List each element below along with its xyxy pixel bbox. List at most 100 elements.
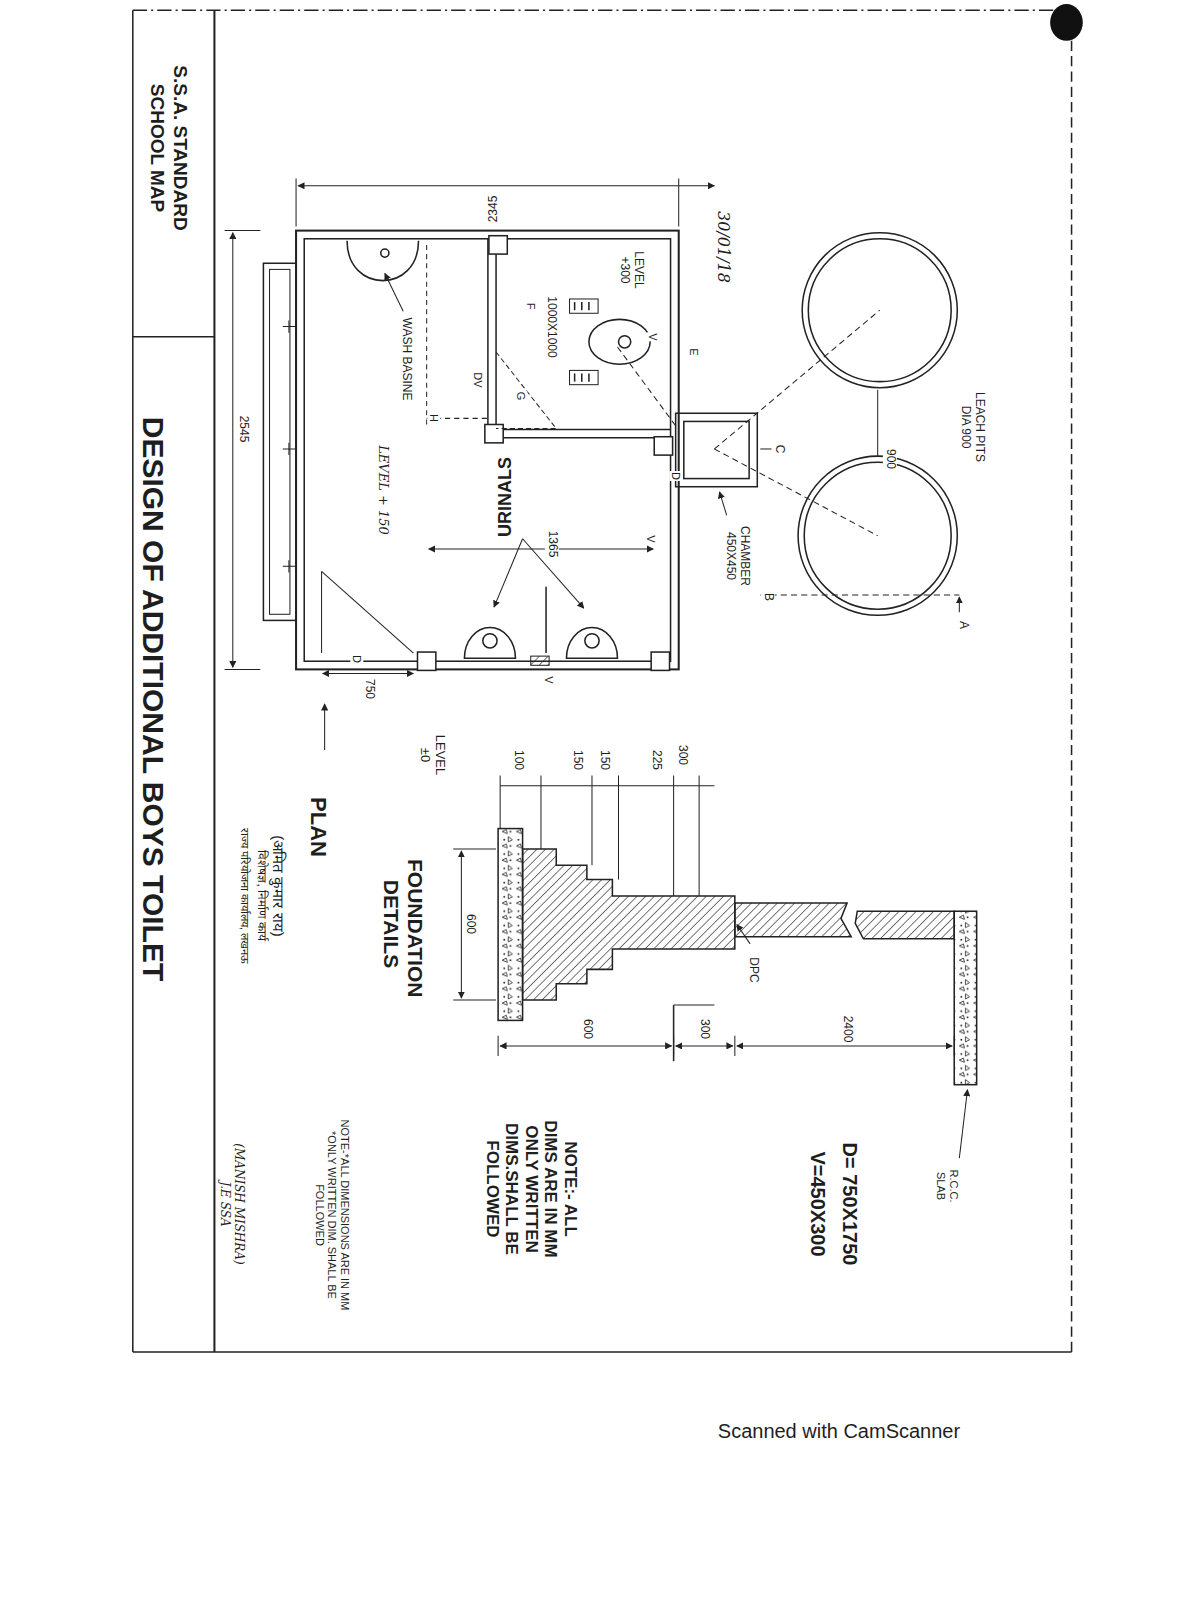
leader-label: DPC xyxy=(746,956,760,983)
note: NOTE-*ALL DIMENSIONS ARE IN MM *ONLY WRI… xyxy=(313,1114,351,1316)
foundation-dimensions xyxy=(673,776,674,896)
plan-dimensions xyxy=(429,548,653,549)
mark-letter: E xyxy=(688,347,701,356)
dimension: 2545 xyxy=(236,414,250,443)
foundation-dimensions xyxy=(673,1036,674,1056)
foundation-dimensions xyxy=(591,776,592,866)
signature-block: (MANISH MISHRA) J.E SSA xyxy=(217,1138,245,1270)
mark-letter: H xyxy=(427,413,440,423)
toilet-plan xyxy=(263,263,296,620)
toilet-plan xyxy=(545,587,547,653)
signature-block: राज्य परियोजना कार्यालय, लखनऊ xyxy=(239,827,252,965)
plan-dimensions xyxy=(232,233,233,668)
mark-letter: D xyxy=(669,471,682,481)
foundation-section xyxy=(523,849,735,1000)
toilet-plan xyxy=(270,269,290,614)
sheet-frame xyxy=(133,4,1083,1352)
dimension: 600 xyxy=(463,913,477,935)
plan-dimensions xyxy=(323,673,414,674)
mark-letter: V xyxy=(543,675,556,684)
leader-label: R.C.C. SLAB xyxy=(935,1160,960,1212)
toilet-plan xyxy=(489,236,507,254)
signature-block: विशेषज्ञ, निर्माण कार्य xyxy=(254,850,268,943)
toilet-plan xyxy=(581,373,583,381)
size-note: V=450X300 xyxy=(805,1151,828,1258)
chamber xyxy=(684,421,749,478)
leader-label: CHAMBER 450X450 xyxy=(723,518,751,595)
toilet-plan xyxy=(566,628,617,659)
foundation-dimensions xyxy=(676,1045,733,1046)
sheet-frame xyxy=(132,10,134,1352)
foundation-dimensions xyxy=(500,785,714,786)
toilet-plan xyxy=(296,231,679,670)
foundation-section xyxy=(737,924,750,943)
leach-pits xyxy=(760,448,771,449)
toilet-plan xyxy=(495,239,497,430)
dimension: 2345 xyxy=(487,195,501,224)
toilet-plan xyxy=(385,273,403,311)
toilet-plan xyxy=(589,319,650,364)
note: NOTE:- ALL DIMS ARE IN MM ONLY WRITTEN D… xyxy=(482,1118,580,1260)
leach-pits xyxy=(714,310,879,449)
toilet-plan xyxy=(574,302,576,310)
foundation-dimensions xyxy=(500,1045,671,1046)
toilet-plan xyxy=(619,336,631,348)
sheet-title: SCHOOL MAP xyxy=(146,83,168,213)
foundation-section xyxy=(959,1090,967,1158)
foundation-dimensions xyxy=(453,848,496,849)
dimension: 150 xyxy=(570,749,584,771)
section-mark: C xyxy=(772,444,786,455)
toilet-plan xyxy=(485,424,503,442)
toilet-plan xyxy=(588,302,590,310)
foundation-dimensions xyxy=(618,776,619,880)
dimension: 1000X1000 xyxy=(544,295,558,358)
dimension: 1365 xyxy=(545,530,559,559)
toilet-plan xyxy=(321,571,322,653)
sheet-frame xyxy=(133,336,215,338)
foundation-dimensions xyxy=(453,776,954,1057)
mark-letter: D xyxy=(351,654,364,664)
toilet-plan xyxy=(283,320,295,572)
dimension: 600 xyxy=(580,1018,594,1040)
sheet-frame xyxy=(1071,10,1073,1352)
toilet-plan xyxy=(464,628,515,659)
leach-pits xyxy=(760,594,959,595)
dimension: 900 xyxy=(883,448,897,470)
size-note: D= 750X1750 xyxy=(838,1142,861,1267)
leader-label: LEACH PITS DIA 900 xyxy=(958,386,986,468)
view-title: FOUNDATION DETAILS xyxy=(379,858,427,990)
mark-letter: G xyxy=(514,391,527,402)
level-label: LEVEL + 150 xyxy=(375,444,390,536)
dimension: 100 xyxy=(512,749,526,771)
foundation-section xyxy=(855,911,954,939)
toilet-plan xyxy=(483,634,497,648)
view-title: PLAN xyxy=(306,796,331,858)
plan-dimensions xyxy=(324,704,325,750)
mark-letter: F xyxy=(524,302,537,311)
foundation-dimensions xyxy=(954,1036,955,1056)
handwritten-date: 30/01/18 xyxy=(713,210,731,284)
leach-pits xyxy=(714,233,959,616)
toilet-plan xyxy=(531,656,549,665)
toilet-plan xyxy=(570,299,599,313)
plan-dimensions xyxy=(225,230,261,231)
foundation-dimensions xyxy=(500,776,501,829)
toilet-plan xyxy=(488,429,671,431)
mark-letter: DV xyxy=(471,371,484,388)
leader-label: WASH BASINE xyxy=(399,317,413,402)
toilet-plan xyxy=(585,634,599,648)
leach-pits xyxy=(877,390,878,456)
foundation-section xyxy=(498,829,522,1021)
foundation-section xyxy=(673,1005,675,1061)
room-label: URINALS xyxy=(495,456,516,538)
foundation-dimensions xyxy=(540,776,541,849)
toilet-plan xyxy=(496,437,670,439)
sheet-frame xyxy=(213,10,215,1352)
mark-letter: V xyxy=(647,332,660,341)
section-mark: B xyxy=(761,592,775,602)
dimension: 225 xyxy=(649,749,663,771)
foundation-dimensions xyxy=(734,1036,735,1056)
leach-pits xyxy=(959,597,960,612)
foundation-dimensions xyxy=(699,776,700,896)
